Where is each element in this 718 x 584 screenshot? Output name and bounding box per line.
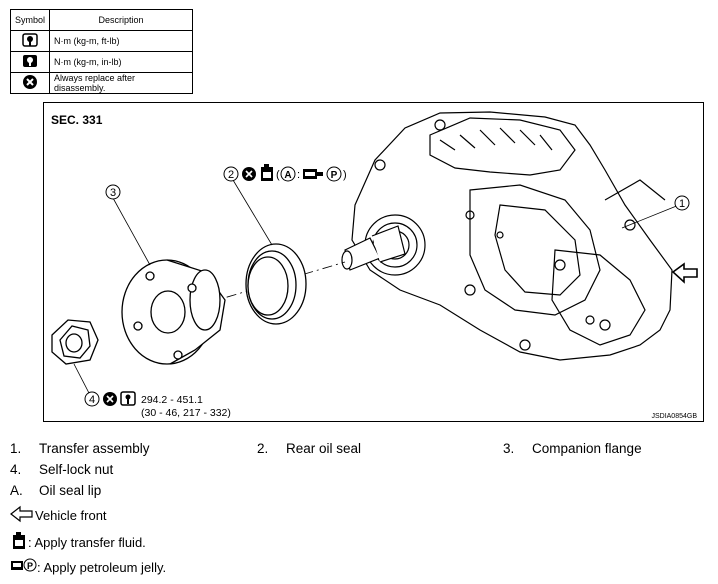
callout-2-symbols: ( A : P ) [242,164,347,182]
svg-text:P: P [27,561,33,571]
symbol-legend-table: Symbol Description N·m (kg-m, ft-lb) N·m… [9,9,194,94]
callout-4: 4 [84,391,100,407]
petroleum-jelly-icon: P [11,558,37,572]
note-vehicle-front: Vehicle front [35,508,107,523]
apply-fluid-icon [261,164,273,181]
figure-code: JSDIA0854GB [651,413,697,420]
always-replace-icon [9,72,51,94]
torque-wrench-small-icon [9,51,51,73]
torque-alt: (30 - 46, 217 - 332) [141,407,231,419]
list-item: 2. Rear oil seal [257,441,362,456]
torque-wrench-icon [9,30,51,52]
section-label: SEC. 331 [51,113,103,127]
petroleum-jelly-icon [303,169,323,179]
callout-1: 1 [674,195,690,211]
torque-wrench-icon [120,391,136,406]
apply-fluid-icon [13,532,25,549]
callout-3: 3 [105,184,121,200]
list-item: 3. Companion flange [503,441,642,456]
svg-text:4: 4 [89,394,95,406]
note-apply-jelly: : Apply petroleum jelly. [37,560,167,575]
list-item: 4. Self-lock nut [10,462,114,477]
paren-open: ( [276,169,280,181]
svg-text:3: 3 [110,187,116,199]
vehicle-front-icon [10,505,33,523]
letter-a-circle [280,166,296,182]
note-apply-fluid: : Apply transfer fluid. [28,535,146,550]
legend-desc-3: Always replace after disassembly. [49,72,194,94]
svg-text:A: A [284,170,291,181]
vehicle-front-arrow-icon [671,262,698,284]
letter-p-circle [326,166,342,182]
svg-text:2: 2 [228,169,234,181]
companion-flange [121,259,226,365]
callout-4-symbols: 294.2 - 451.1 (30 - 46, 217 - 332) [103,391,231,419]
colon: : [297,169,300,181]
torque-value: 294.2 - 451.1 [141,394,203,406]
list-item: A. Oil seal lip [10,483,102,498]
paren-close: ) [343,169,347,181]
list-item: 1. Transfer assembly [10,441,150,456]
callout-2: 2 [223,166,239,182]
self-lock-nut [51,319,99,365]
rear-oil-seal [245,243,307,325]
leader-lines [73,179,680,396]
svg-text:P: P [331,170,338,181]
svg-text:1: 1 [679,198,685,210]
output-shaft [341,225,406,271]
diagram-frame [43,102,704,422]
